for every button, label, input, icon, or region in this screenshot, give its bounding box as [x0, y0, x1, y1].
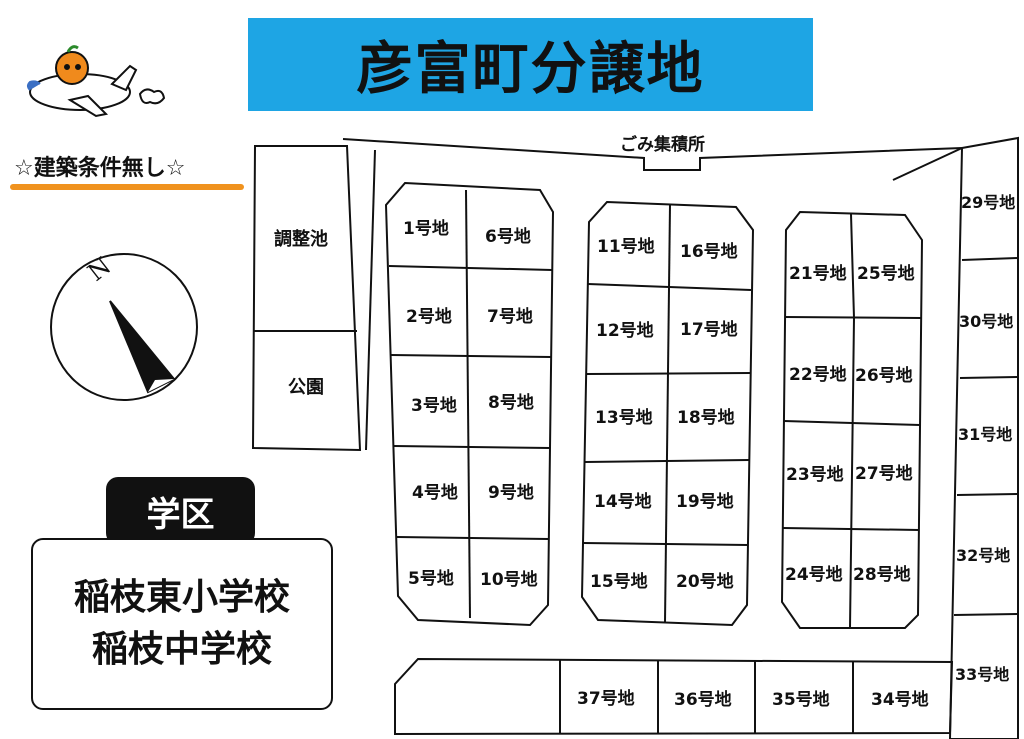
lot-34: 34号地 [871, 689, 929, 710]
lot-26: 26号地 [855, 365, 913, 386]
lot-3: 3号地 [411, 395, 457, 416]
lot-21: 21号地 [789, 263, 847, 284]
condition-underline [10, 184, 244, 190]
lot-27: 27号地 [855, 463, 913, 484]
lot-17: 17号地 [680, 319, 738, 340]
garbage-label: ごみ集積所 [620, 134, 705, 155]
block-a [384, 181, 555, 627]
title-banner: 彦富町分譲地 [248, 18, 813, 111]
lot-14: 14号地 [594, 491, 652, 512]
lot-30: 30号地 [959, 312, 1013, 331]
lot-35: 35号地 [772, 689, 830, 710]
lot-5: 5号地 [408, 568, 454, 589]
lot-4: 4号地 [412, 482, 458, 503]
lot-28: 28号地 [853, 564, 911, 585]
school-district-tab: 学区 [106, 477, 255, 545]
lot-37: 37号地 [577, 688, 635, 709]
lot-20: 20号地 [676, 571, 734, 592]
lot-33: 33号地 [955, 665, 1009, 684]
lot-8: 8号地 [488, 392, 534, 413]
lot-29: 29号地 [961, 193, 1015, 212]
lot-6: 6号地 [485, 226, 531, 247]
lot-32: 32号地 [956, 546, 1010, 565]
road-west-edge [365, 149, 376, 451]
lot-7: 7号地 [487, 306, 533, 327]
block-c [780, 210, 924, 629]
lot-19: 19号地 [676, 491, 734, 512]
lot-24: 24号地 [785, 564, 843, 585]
lot-22: 22号地 [789, 364, 847, 385]
lot-13: 13号地 [595, 407, 653, 428]
page-title: 彦富町分譲地 [356, 37, 705, 102]
lot-36: 36号地 [674, 689, 732, 710]
east-strip [948, 136, 1019, 739]
lot-25: 25号地 [857, 263, 915, 284]
junior-high-school: 稲枝中学校 [91, 629, 272, 670]
lot-2: 2号地 [406, 306, 452, 327]
mascot-airplane-icon [27, 45, 166, 118]
pond-park-block [251, 145, 362, 452]
lot-10: 10号地 [480, 569, 538, 590]
lot-12: 12号地 [596, 320, 654, 341]
north-compass-icon [50, 253, 198, 401]
south-strip [394, 657, 954, 736]
block-b [580, 200, 755, 627]
road-edge [342, 138, 963, 171]
lot-18: 18号地 [677, 407, 735, 428]
elementary-school: 稲枝東小学校 [73, 577, 290, 618]
school-box: 稲枝東小学校 稲枝中学校 [31, 538, 333, 710]
lot-15: 15号地 [590, 571, 648, 592]
lot-31: 31号地 [958, 425, 1012, 444]
lot-23: 23号地 [786, 464, 844, 485]
lot-11: 11号地 [597, 236, 655, 257]
road-corner [892, 147, 963, 181]
lot-1: 1号地 [403, 218, 449, 239]
lot-16: 16号地 [680, 241, 738, 262]
lot-9: 9号地 [488, 482, 534, 503]
park-label: 公園 [288, 377, 324, 398]
condition-text: ☆建築条件無し☆ [14, 156, 186, 181]
pond-label: 調整池 [274, 228, 328, 250]
